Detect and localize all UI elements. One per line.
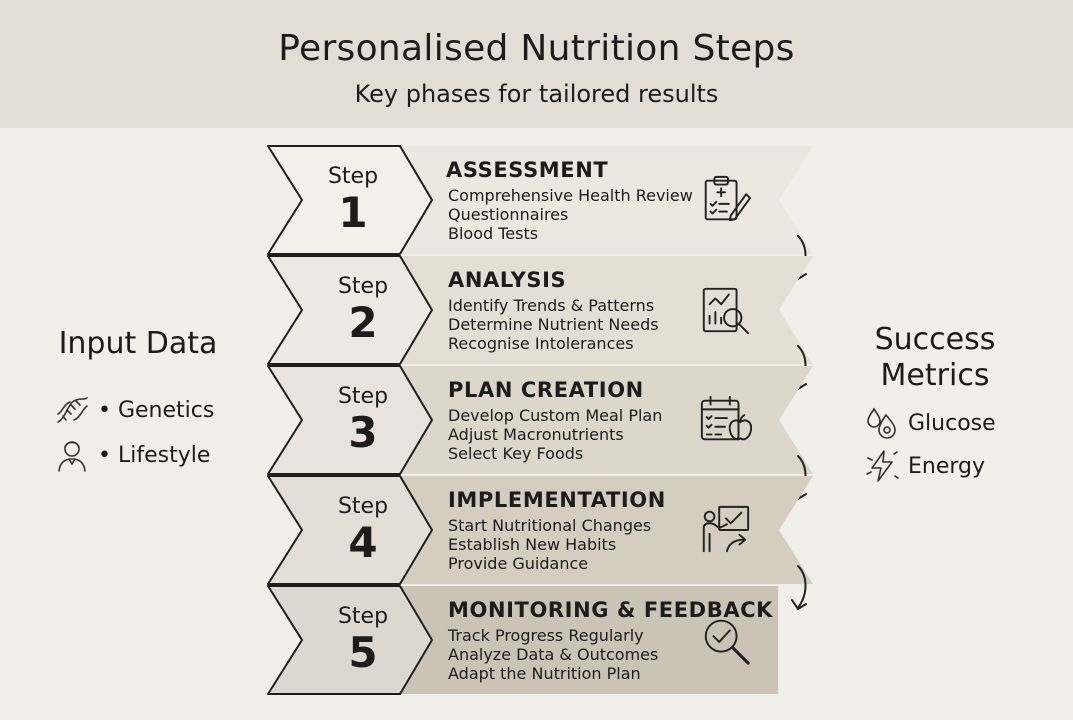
- step-title: ANALYSIS: [448, 268, 567, 292]
- step-detail-item: Adjust Macronutrients: [448, 425, 624, 444]
- step-title: ASSESSMENT: [446, 158, 609, 182]
- metric-item-glucose: Glucose: [864, 405, 996, 441]
- step-detail-item: Adapt the Nutrition Plan: [448, 664, 641, 683]
- step-title: IMPLEMENTATION: [448, 488, 666, 512]
- step-shape: [267, 475, 813, 585]
- step-detail-item: Start Nutritional Changes: [448, 516, 652, 535]
- step-number: 1: [338, 188, 368, 237]
- success-metrics-heading-line1: Success: [874, 322, 996, 357]
- lightning-icon: [864, 448, 900, 484]
- step-detail-item: Recognise Intolerances: [448, 334, 634, 353]
- step-detail-item: Provide Guidance: [448, 554, 589, 573]
- step-detail-item: Determine Nutrient Needs: [448, 315, 659, 334]
- page-title: Personalised Nutrition Steps: [278, 28, 795, 69]
- step-title: MONITORING & FEEDBACK: [448, 598, 774, 622]
- metric-item-label: Energy: [908, 453, 986, 479]
- step-label: Step: [337, 384, 389, 409]
- step-detail-item: Questionnaires: [448, 205, 569, 224]
- clipboard-icon: [698, 173, 752, 227]
- step-detail-item: Blood Tests: [448, 224, 539, 243]
- person-icon: [54, 437, 90, 473]
- glucose-drop-icon: [864, 405, 900, 441]
- input-item-label: • Lifestyle: [98, 442, 211, 468]
- input-data-heading: Input Data: [58, 326, 218, 361]
- metric-item-label: Glucose: [908, 410, 996, 436]
- step-shape: [267, 365, 813, 475]
- input-item-lifestyle: • Lifestyle: [54, 437, 210, 473]
- step-title: PLAN CREATION: [448, 378, 644, 402]
- header-band: Personalised Nutrition Steps Key phases …: [0, 0, 1073, 128]
- step-shape: [267, 145, 813, 255]
- step-number: 3: [348, 408, 378, 457]
- flow-arrow-icon: [788, 564, 818, 612]
- step-number: 5: [348, 628, 378, 677]
- chart-magnifier-icon: [698, 283, 752, 337]
- presenter-icon: [698, 503, 752, 557]
- step-number: 2: [348, 298, 378, 347]
- success-metrics-heading: Success Metrics: [850, 322, 1020, 394]
- magnifier-check-icon: [698, 613, 752, 667]
- step-label: Step: [337, 604, 389, 629]
- step-detail-item: Establish New Habits: [448, 535, 617, 554]
- success-metrics-heading-line2: Metrics: [880, 358, 990, 393]
- step-number: 4: [348, 518, 378, 567]
- step-detail-item: Develop Custom Meal Plan: [448, 406, 663, 425]
- input-item-label: • Genetics: [98, 397, 215, 423]
- step-detail-item: Select Key Foods: [448, 444, 584, 463]
- step-label: Step: [337, 274, 389, 299]
- input-item-genetics: • Genetics: [54, 392, 214, 428]
- dna-icon: [54, 392, 90, 428]
- metric-item-energy: Energy: [864, 448, 985, 484]
- step-label: Step: [337, 494, 389, 519]
- step-detail-item: Analyze Data & Outcomes: [448, 645, 659, 664]
- calendar-apple-icon: [698, 393, 753, 447]
- step-detail-item: Comprehensive Health Review: [448, 186, 693, 205]
- step-shape: [267, 255, 813, 365]
- step-label: Step: [327, 164, 379, 189]
- step-detail-item: Identify Trends & Patterns: [448, 296, 655, 315]
- step-detail-item: Track Progress Regularly: [448, 626, 644, 645]
- step-shape: [267, 585, 778, 695]
- page-subtitle: Key phases for tailored results: [354, 80, 719, 108]
